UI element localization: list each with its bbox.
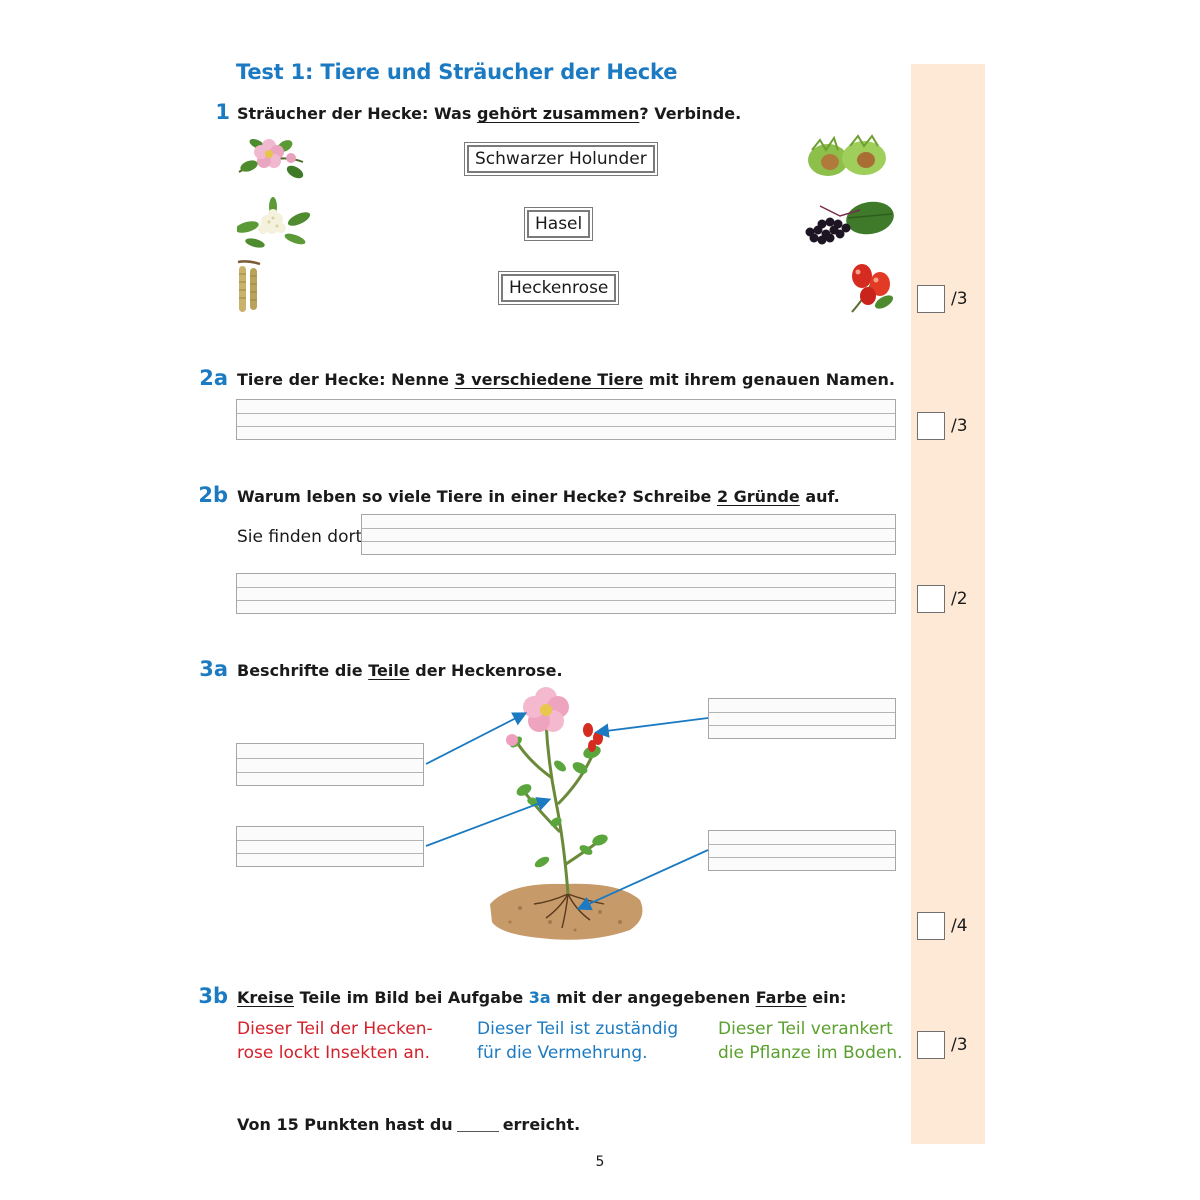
clue-red-line-1: Dieser Teil der Hecken-: [237, 1019, 433, 1039]
answer-prefix-task-2b: Sie finden dort: [237, 527, 363, 547]
page-title: Test 1: Tiere und Sträucher der Hecke: [236, 60, 678, 84]
elder-flower-icon: [237, 197, 311, 248]
arrow-to-root: [576, 849, 709, 911]
task-2b-number: 2b: [198, 483, 228, 507]
pointer-arrows: [425, 712, 709, 911]
elderberry-icon: [805, 201, 894, 245]
arrow-to-stem: [425, 797, 552, 847]
score-max-task-3a: /4: [951, 916, 968, 936]
task-1-number: 1: [215, 100, 230, 124]
task-2a-text-b: mit ihrem genauen Namen.: [643, 370, 895, 389]
line: [237, 853, 423, 854]
page-number: 5: [595, 1154, 605, 1170]
summary-text-b: erreicht.: [502, 1115, 581, 1134]
clue-green: Dieser Teil verankert die Pflanze im Bod…: [718, 1017, 903, 1065]
task-3b-number: 3b: [198, 984, 228, 1008]
answer-lines-task-2b-1[interactable]: [361, 514, 896, 555]
clue-blue: Dieser Teil ist zuständig für die Vermeh…: [477, 1017, 678, 1065]
points-blank[interactable]: [456, 1131, 499, 1132]
label-lines-top-left[interactable]: [236, 743, 424, 786]
task-3b-text-underlined-1: Kreise: [237, 988, 294, 1007]
line: [237, 413, 895, 414]
line: [237, 426, 895, 427]
task-2a-text-a: Tiere der Hecke: Nenne: [237, 370, 455, 389]
task-1-instruction: Sträucher der Hecke: Was gehört zusammen…: [237, 104, 741, 123]
answer-lines-task-2b-2[interactable]: [236, 573, 896, 614]
label-lines-bottom-right[interactable]: [708, 830, 896, 871]
task-3a-text-a: Beschrifte die: [237, 661, 369, 680]
task-1-text-a: Sträucher der Hecke: Was: [237, 104, 477, 123]
line: [709, 857, 895, 858]
task-2b-text-a: Warum leben so viele Tiere in einer Heck…: [237, 487, 717, 506]
hazel-catkin-icon: [237, 260, 261, 312]
score-box-task-2b[interactable]: [917, 585, 945, 613]
task-2b-text-underlined: 2 Gründe: [716, 487, 800, 506]
answer-lines-task-2a[interactable]: [236, 399, 896, 440]
task-2a-instruction: Tiere der Hecke: Nenne 3 verschiedene Ti…: [237, 370, 895, 389]
points-summary: Von 15 Punkten hast du erreicht.: [237, 1115, 580, 1134]
summary-text-a: Von 15 Punkten hast du: [237, 1115, 453, 1134]
clue-red: Dieser Teil der Hecken- rose lockt Insek…: [237, 1017, 433, 1065]
line: [709, 725, 895, 726]
task-3a-text-b: der Heckenrose.: [409, 661, 563, 680]
task-1-text-b: ? Verbinde.: [639, 104, 742, 123]
task-2a-text-underlined: 3 verschiedene Tiere: [454, 370, 644, 389]
score-box-task-3a[interactable]: [917, 912, 945, 940]
score-box-task-1[interactable]: [917, 285, 945, 313]
name-box-black-elder[interactable]: Schwarzer Holunder: [464, 142, 658, 176]
clue-red-line-2: rose lockt Insekten an.: [237, 1043, 430, 1063]
score-box-task-3b[interactable]: [917, 1031, 945, 1059]
task-3b-text-underlined-2: Farbe: [755, 988, 807, 1007]
task-1-text-underlined: gehört zusammen: [476, 104, 640, 123]
rosehip-icon: [851, 264, 894, 313]
line: [237, 758, 423, 759]
task-3a-text-underlined: Teile: [368, 661, 410, 680]
label-lines-top-right[interactable]: [708, 698, 896, 739]
line: [362, 528, 895, 529]
clue-green-line-2: die Pflanze im Boden.: [718, 1043, 903, 1063]
arrow-to-hip: [594, 717, 709, 738]
line: [237, 840, 423, 841]
score-max-task-3b: /3: [951, 1035, 968, 1055]
score-max-task-2a: /3: [951, 416, 968, 436]
score-max-task-2b: /2: [951, 589, 968, 609]
task-3b-ref-3a: 3a: [528, 988, 551, 1007]
task-3b-text-c: ein:: [806, 988, 847, 1007]
clue-green-line-1: Dieser Teil verankert: [718, 1019, 893, 1039]
task-2b-instruction: Warum leben so viele Tiere in einer Heck…: [237, 487, 840, 506]
line: [237, 772, 423, 773]
line: [362, 541, 895, 542]
task-3b-text-a: Teile im Bild bei Aufgabe: [294, 988, 529, 1007]
wild-rose-flower-icon: [238, 139, 304, 179]
arrow-to-flower: [425, 712, 528, 765]
line: [709, 844, 895, 845]
task-3b-instruction: Kreise Teile im Bild bei Aufgabe 3a mit …: [237, 988, 846, 1007]
label-lines-bottom-left[interactable]: [236, 826, 424, 867]
task-3b-text-b: mit der angegebenen: [550, 988, 756, 1007]
line: [237, 600, 895, 601]
score-box-task-2a[interactable]: [917, 412, 945, 440]
line: [237, 587, 895, 588]
task-3a-instruction: Beschrifte die Teile der Heckenrose.: [237, 661, 563, 680]
name-box-hazel[interactable]: Hasel: [523, 207, 594, 241]
line: [709, 712, 895, 713]
task-2b-text-b: auf.: [799, 487, 840, 506]
clue-blue-line-1: Dieser Teil ist zuständig: [477, 1019, 679, 1039]
name-box-dog-rose[interactable]: Heckenrose: [497, 271, 620, 305]
task-2a-number: 2a: [199, 366, 228, 390]
task-3a-number: 3a: [199, 657, 228, 681]
score-max-task-1: /3: [951, 289, 968, 309]
clue-blue-line-2: für die Vermehrung.: [477, 1043, 648, 1063]
hazelnut-icon: [808, 134, 886, 176]
